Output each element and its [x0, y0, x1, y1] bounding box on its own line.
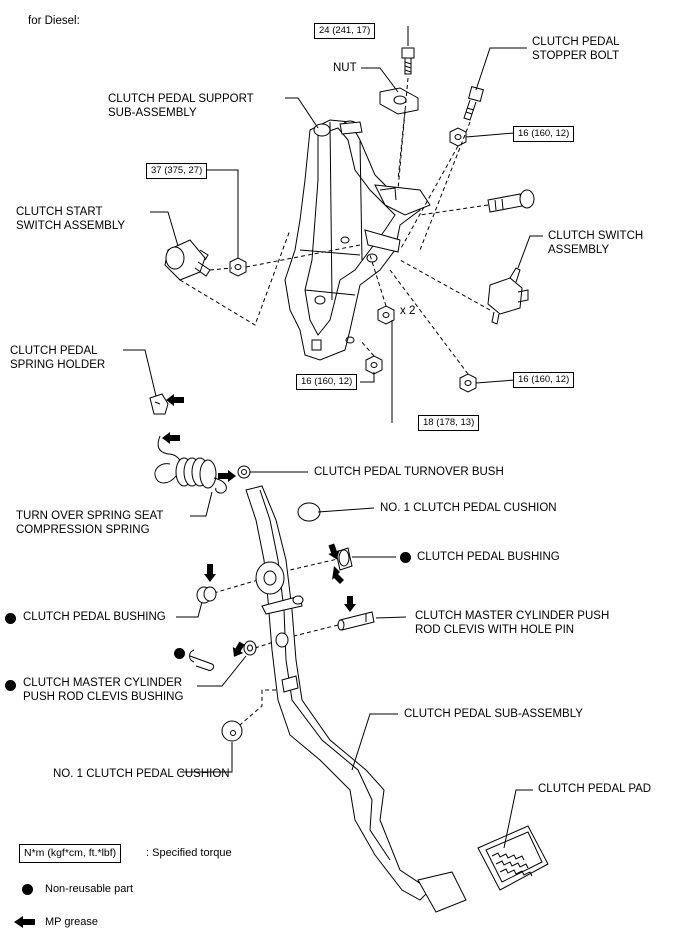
non-reusable-mark-clip [174, 648, 185, 659]
clevis-bolt-right [487, 189, 535, 213]
start-switch-assembly [164, 239, 211, 281]
clip-pin [189, 649, 215, 671]
torque-box-bottom-left: 16 (160, 12) [296, 374, 358, 390]
label-stopper-bolt: CLUTCH PEDAL STOPPER BOLT [532, 36, 620, 62]
label-cushion-top: NO. 1 CLUTCH PEDAL CUSHION [380, 502, 557, 514]
variant-label: for Diesel: [28, 15, 80, 27]
clevis-pin [337, 611, 375, 631]
pedal-arm [245, 485, 431, 901]
legend-non-reusable-icon [22, 884, 33, 895]
label-pedal-sub: CLUTCH PEDAL SUB-ASSEMBLY [404, 708, 583, 720]
label-pedal-support: CLUTCH PEDAL SUPPORT SUB-ASSEMBLY [108, 93, 254, 119]
legend-grease-text: MP grease [45, 916, 98, 928]
torque-box-top: 24 (241, 17) [314, 23, 376, 39]
label-cushion-bottom: NO. 1 CLUTCH PEDAL CUSHION [53, 768, 230, 780]
top-bolt [401, 47, 415, 75]
bushing-right [335, 547, 353, 571]
non-reusable-mark-bushing-right [400, 552, 411, 563]
pedal-support-bracket [284, 119, 431, 361]
non-reusable-mark-clevis-bushing [5, 680, 16, 691]
turn-over-spring [154, 435, 227, 494]
clevis-bushing [243, 640, 257, 656]
nut-right-top [449, 127, 467, 147]
turnover-bush [237, 465, 251, 479]
torque-box-left: 37 (375, 27) [146, 163, 208, 179]
nut-clip [379, 87, 419, 115]
nut-left [229, 257, 247, 277]
label-clevis-bushing: CLUTCH MASTER CYLINDER PUSH ROD CLEVIS B… [23, 677, 184, 703]
torque-box-nut-right: 16 (160, 12) [513, 126, 575, 142]
label-times-two: x 2 [400, 305, 416, 317]
label-turn-over-spring: TURN OVER SPRING SEAT COMPRESSION SPRING [16, 510, 164, 536]
nut-bottom-right [459, 373, 477, 393]
leader-lines [123, 26, 543, 849]
cushion-bottom [221, 720, 243, 742]
stopper-bolt [463, 86, 484, 121]
cushion-top [297, 502, 321, 522]
nut-bottom-left [365, 355, 383, 375]
pedal-pad-on-arm [417, 871, 467, 913]
pedal-pad [477, 825, 549, 891]
torque-box-bottom-right: 16 (160, 12) [513, 372, 575, 388]
label-turnover-bush: CLUTCH PEDAL TURNOVER BUSH [314, 466, 504, 478]
clutch-switch-assembly [487, 267, 529, 325]
legend-arrow-icon [14, 916, 35, 928]
torque-box-center: 18 (178, 13) [418, 415, 480, 431]
legend-torque-box: N*m (kgf*cm, ft.*lbf) [19, 844, 122, 863]
label-bushing-left: CLUTCH PEDAL BUSHING [23, 611, 166, 623]
spring-holder [149, 393, 169, 415]
label-clutch-switch: CLUTCH SWITCH ASSEMBLY [548, 230, 644, 256]
label-bushing-right: CLUTCH PEDAL BUSHING [417, 551, 560, 563]
label-nut: NUT [333, 62, 357, 74]
label-clevis-pin: CLUTCH MASTER CYLINDER PUSH ROD CLEVIS W… [415, 610, 610, 636]
label-start-switch: CLUTCH START SWITCH ASSEMBLY [16, 206, 126, 232]
bushing-left [196, 586, 217, 604]
legend-torque-text: : Specified torque [146, 847, 232, 859]
non-reusable-mark-bushing-left [5, 613, 16, 624]
label-pedal-pad: CLUTCH PEDAL PAD [538, 783, 652, 795]
label-spring-holder: CLUTCH PEDAL SPRING HOLDER [10, 345, 106, 371]
grease-arrows [162, 394, 356, 657]
legend-non-reusable-text: Non-reusable part [45, 883, 134, 895]
